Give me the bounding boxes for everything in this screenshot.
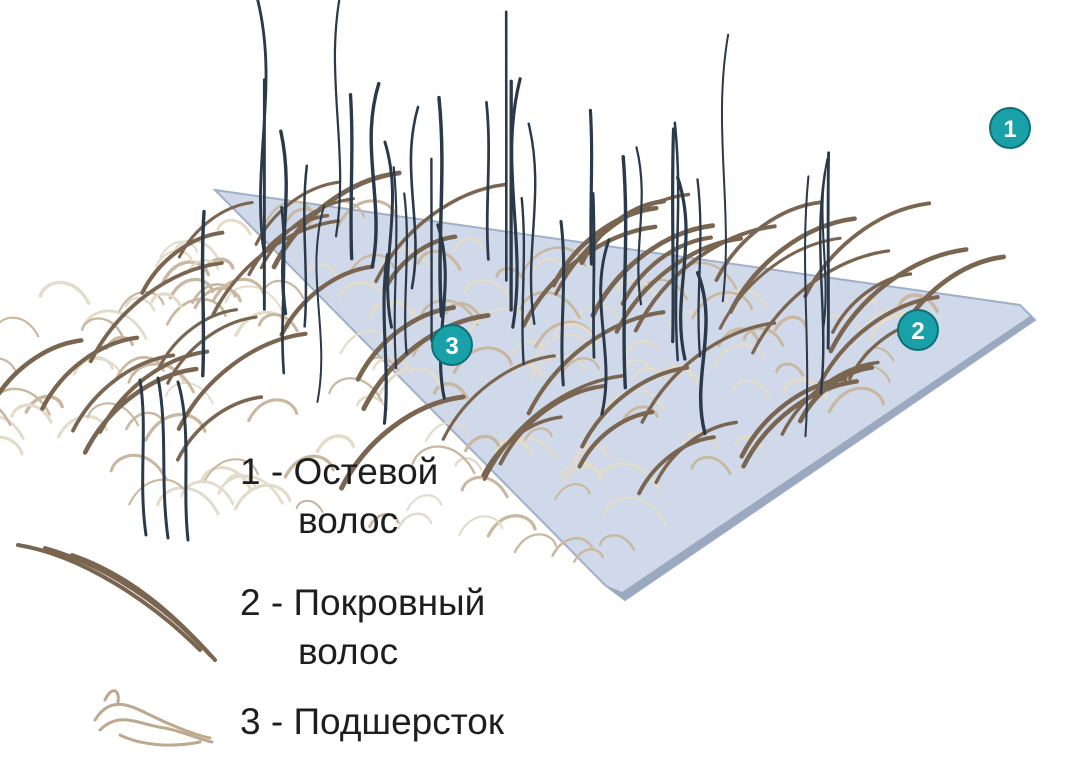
guard-hair [439,98,442,316]
guard-hair [350,95,351,259]
cover-hair-sample-icon [18,545,215,660]
legend-item-2-line1: 2 - Покровный [240,584,485,621]
marker-1: 1 [990,108,1030,148]
undercoat-hair [111,455,166,479]
cover-hair [179,334,306,429]
undercoat-hair [226,286,283,310]
marker-1-number: 1 [1003,116,1016,143]
guard-hair [590,110,591,264]
undercoat-hair [0,318,38,337]
undercoat-hair [0,359,16,372]
undercoat-hair [407,495,441,510]
undercoat-hair [146,415,205,441]
marker-2: 2 [898,310,938,350]
legend-item-1-line1: 1 - Остевой [240,453,438,490]
undercoat-hair [40,282,88,303]
legend-item-2-line2: волос [298,633,398,670]
marker-2-number: 2 [911,318,924,345]
marker-3-number: 3 [445,333,458,360]
marker-3: 3 [432,325,472,365]
undercoat-hair [0,437,22,463]
undercoat-sample-icon [95,691,212,745]
legend-item-1-line2: волос [298,502,398,539]
undercoat-hair [0,416,23,438]
guard-hair [673,129,674,342]
undercoat-hair [515,534,556,552]
legend-item-3-line1: 3 - Подшерсток [240,703,504,740]
undercoat-hair [152,294,181,307]
undercoat-hair [317,436,353,452]
guard-hair [828,153,829,348]
undercoat-hair [399,514,431,528]
guard-hair [203,212,204,376]
guard-hair [593,193,594,357]
guard-hair [486,102,488,259]
guard-hair [623,157,625,388]
undercoat-hair [249,400,297,421]
